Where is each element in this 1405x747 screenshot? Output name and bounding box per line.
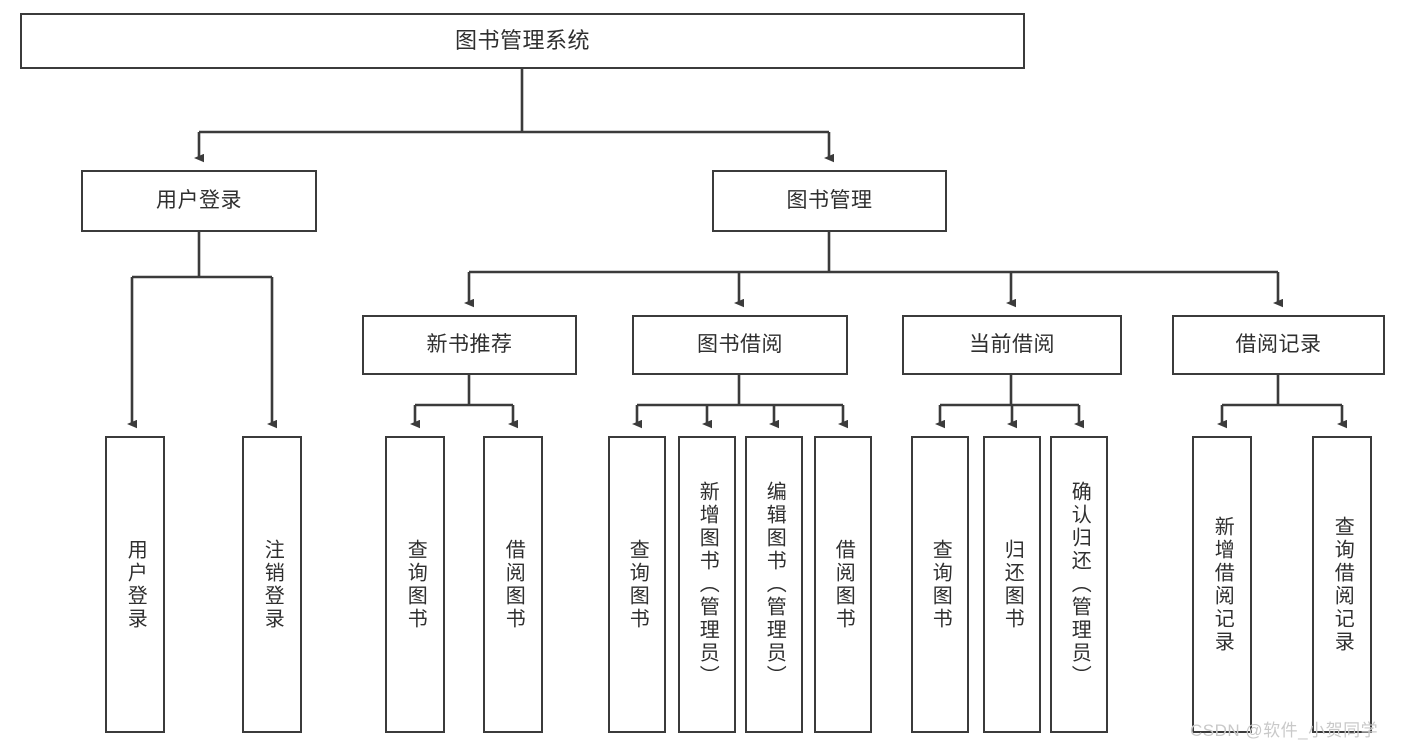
node-leaf-confirm-return[interactable]: 确认归还（管理员） bbox=[1050, 436, 1108, 733]
node-new-book-recommend-label: 新书推荐 bbox=[426, 333, 513, 357]
node-leaf-query-book-3-label: 查询图书 bbox=[929, 538, 952, 631]
node-leaf-user-login[interactable]: 用户登录 bbox=[105, 436, 165, 733]
node-leaf-query-record-label: 查询借阅记录 bbox=[1331, 515, 1354, 654]
node-leaf-add-book-label: 新增图书（管理员） bbox=[696, 481, 719, 688]
node-new-book-recommend[interactable]: 新书推荐 bbox=[362, 315, 577, 375]
node-leaf-user-login-label: 用户登录 bbox=[124, 538, 147, 631]
watermark: CSDN @软件_小贺同学 bbox=[1190, 721, 1379, 740]
node-book-borrow-label: 图书借阅 bbox=[697, 333, 783, 357]
node-borrow-record[interactable]: 借阅记录 bbox=[1172, 315, 1385, 375]
node-leaf-confirm-return-label: 确认归还（管理员） bbox=[1068, 481, 1091, 688]
node-root-label: 图书管理系统 bbox=[454, 27, 590, 53]
node-root[interactable]: 图书管理系统 bbox=[20, 13, 1025, 69]
node-leaf-query-book-2-label: 查询图书 bbox=[626, 538, 649, 631]
node-leaf-query-record[interactable]: 查询借阅记录 bbox=[1312, 436, 1372, 733]
node-leaf-borrow-book-2[interactable]: 借阅图书 bbox=[814, 436, 872, 733]
node-user-login-label: 用户登录 bbox=[156, 189, 242, 213]
node-user-login[interactable]: 用户登录 bbox=[81, 170, 317, 232]
node-leaf-return-book[interactable]: 归还图书 bbox=[983, 436, 1041, 733]
node-leaf-query-book-3[interactable]: 查询图书 bbox=[911, 436, 969, 733]
node-leaf-logout-label: 注销登录 bbox=[261, 538, 284, 631]
node-leaf-add-record[interactable]: 新增借阅记录 bbox=[1192, 436, 1252, 733]
node-leaf-query-book-1-label: 查询图书 bbox=[404, 538, 427, 631]
node-current-borrow-label: 当前借阅 bbox=[969, 333, 1055, 357]
node-leaf-edit-book[interactable]: 编辑图书（管理员） bbox=[745, 436, 803, 733]
node-book-manage[interactable]: 图书管理 bbox=[712, 170, 947, 232]
node-borrow-record-label: 借阅记录 bbox=[1235, 333, 1322, 357]
node-leaf-add-book[interactable]: 新增图书（管理员） bbox=[678, 436, 736, 733]
node-leaf-borrow-book-1-label: 借阅图书 bbox=[502, 538, 525, 631]
node-leaf-add-record-label: 新增借阅记录 bbox=[1211, 515, 1234, 654]
node-book-manage-label: 图书管理 bbox=[786, 189, 873, 213]
node-leaf-borrow-book-2-label: 借阅图书 bbox=[832, 538, 855, 631]
node-leaf-return-book-label: 归还图书 bbox=[1001, 538, 1024, 631]
node-leaf-query-book-2[interactable]: 查询图书 bbox=[608, 436, 666, 733]
node-leaf-edit-book-label: 编辑图书（管理员） bbox=[763, 481, 786, 688]
node-leaf-logout[interactable]: 注销登录 bbox=[242, 436, 302, 733]
node-current-borrow[interactable]: 当前借阅 bbox=[902, 315, 1122, 375]
node-book-borrow[interactable]: 图书借阅 bbox=[632, 315, 848, 375]
node-leaf-query-book-1[interactable]: 查询图书 bbox=[385, 436, 445, 733]
node-leaf-borrow-book-1[interactable]: 借阅图书 bbox=[483, 436, 543, 733]
